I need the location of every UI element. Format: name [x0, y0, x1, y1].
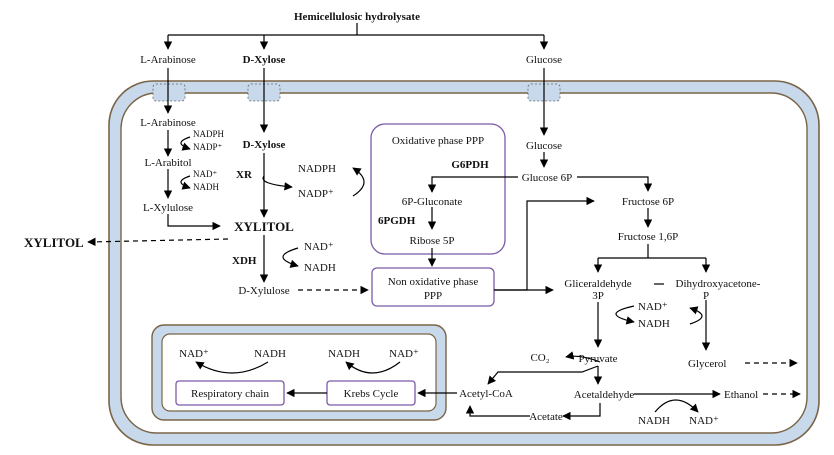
glycerol-label: Glycerol: [688, 358, 726, 370]
krebs-cycle-label: Krebs Cycle: [344, 388, 399, 400]
respiratory-chain-box: [175, 380, 285, 406]
nad-label-1: NAD⁺: [193, 169, 217, 179]
nad-glycolysis-curve: [615, 305, 635, 325]
glyceraldehyde-label-2: 3P: [592, 290, 604, 302]
gluconate-label: 6P-Gluconate: [402, 196, 463, 208]
nadph-label-1: NADPH: [193, 129, 225, 139]
nadh-label-1: NADH: [193, 182, 219, 192]
6pgdh-label: 6PGDH: [378, 215, 416, 227]
nadh-glycerol-curve: [689, 306, 703, 325]
respiratory-cofactor-curve: [195, 361, 269, 374]
nad-cofactor-curve-1: [180, 175, 191, 190]
nadph-label-2: NADPH: [298, 163, 336, 175]
ribose5p-label: Ribose 5P: [410, 235, 455, 247]
fructose6p-label: Fructose 6P: [622, 196, 674, 208]
l-xylulose-to-xylitol-arrow: [167, 214, 221, 231]
pyruvate-co2-curve: [565, 351, 601, 363]
glucose-inside-label: Glucose: [526, 140, 562, 152]
d-xylose-inside-label: D-Xylose: [243, 139, 286, 151]
d-xylose-outside-label: D-Xylose: [243, 54, 286, 66]
g6pdh-label: G6PDH: [451, 159, 489, 171]
pyruvate-label: Pyruvate: [578, 353, 617, 365]
nad-label-2: NAD⁺: [304, 241, 334, 253]
nadp-label-2: NADP⁺: [298, 188, 334, 200]
acetaldehyde-label: Acetaldehyde: [574, 389, 635, 401]
acetate-to-acetylcoa-arrow: [465, 405, 530, 417]
ethanol-label: Ethanol: [724, 389, 758, 401]
nad-cofactor-curve-2: [282, 247, 299, 268]
acetaldehyde-to-acetate-arrow: [562, 403, 601, 421]
nadh-label-3: NADH: [638, 318, 670, 330]
d-xylulose-label: D-Xylulose: [238, 285, 289, 297]
nadh-ethanol-curve: [654, 399, 699, 413]
acetate-label: Acetate: [529, 411, 563, 423]
xr-label: XR: [236, 169, 253, 181]
nad-label-3: NAD⁺: [638, 301, 668, 313]
glucose6p-to-fructose6p-arrow: [577, 176, 653, 192]
mito-nad-label-2: NAD⁺: [389, 348, 419, 360]
hydrolysate-branch-lines: [163, 23, 549, 50]
nadp-label-1: NADP⁺: [193, 142, 223, 152]
l-xylulose-label: L-Xylulose: [143, 202, 193, 214]
transporter-arabinose: [152, 83, 186, 102]
glucose6p-to-gluconate-arrow: [427, 176, 518, 193]
acetylcoa-label: Acetyl-CoA: [459, 388, 513, 400]
glyceraldehyde-label-1: Gliceraldehyde: [564, 278, 631, 290]
l-arabitol-label: L-Arabitol: [144, 157, 191, 169]
nadph-cofactor-curve-2: [262, 175, 293, 191]
non-oxidative-ppp-box: [371, 267, 495, 307]
xdh-label: XDH: [232, 255, 257, 267]
hemicellulosic-label: Hemicellulosic hydrolysate: [294, 11, 420, 23]
co2-label: CO₂: [530, 352, 549, 364]
xylitol-outside-label: XYLITOL: [24, 235, 84, 250]
pyruvate-to-acetylcoa-arrow: [487, 365, 599, 385]
dihydroxyacetone-label-1: Dihydroxyacetone-: [676, 278, 761, 290]
l-arabinose-inside-label: L-Arabinose: [140, 117, 196, 129]
mito-nad-label-1: NAD⁺: [179, 348, 209, 360]
mito-nadh-label-2: NADH: [328, 348, 360, 360]
fructose16p-label: Fructose 1,6P: [618, 231, 679, 243]
oxidative-ppp-label: Oxidative phase PPP: [392, 135, 484, 147]
l-arabinose-outside-label: L-Arabinose: [140, 54, 196, 66]
nadph-cofactor-curve-1: [180, 136, 191, 151]
krebs-cofactor-curve: [345, 361, 401, 374]
nadh-label-4: NADH: [638, 415, 670, 427]
nadp-regeneration-curve: [352, 167, 365, 197]
f16p-split-lines: [593, 244, 711, 273]
nad-label-4: NAD⁺: [689, 415, 719, 427]
mito-nadh-label-1: NADH: [254, 348, 286, 360]
glucose6p-label: Glucose 6P: [522, 172, 572, 184]
non-oxidative-label-1: Non oxidative phase: [388, 276, 479, 288]
xylitol-inside-label: XYLITOL: [234, 219, 294, 234]
nadh-label-2: NADH: [304, 262, 336, 274]
non-oxidative-label-2: PPP: [424, 290, 442, 302]
oxidative-ppp-box: [370, 123, 506, 255]
respiratory-chain-label: Respiratory chain: [191, 388, 269, 400]
dihydroxyacetone-label-2: P: [703, 290, 709, 302]
glucose-outside-label: Glucose: [526, 54, 562, 66]
